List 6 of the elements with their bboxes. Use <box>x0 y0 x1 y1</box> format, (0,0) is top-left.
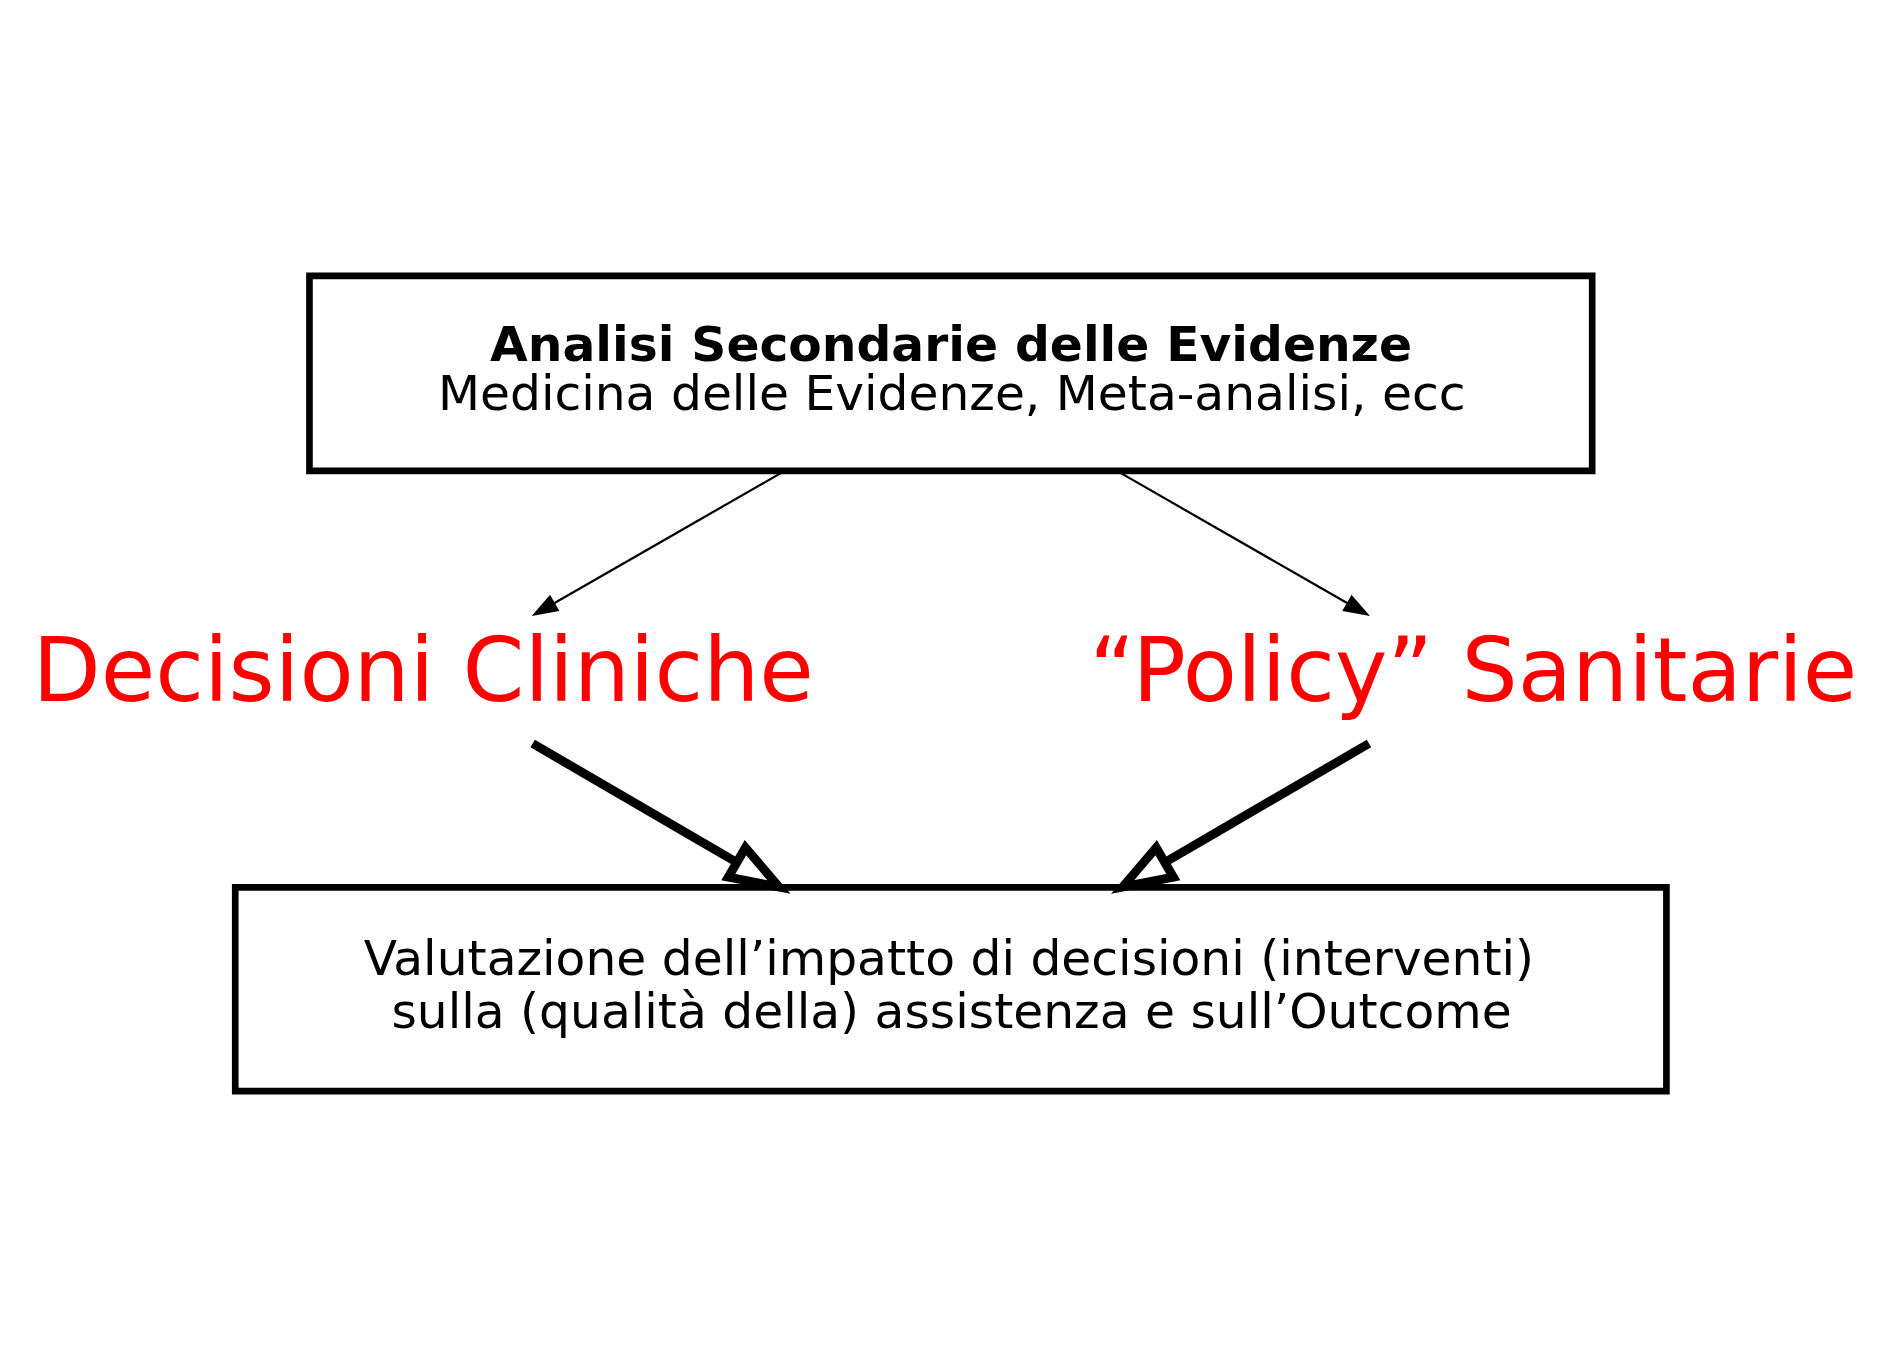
node-box: Analisi Secondarie delle Evidenze Medicina delle Evidenze, Meta-analisi, ecc <box>306 272 1596 474</box>
arrow <box>1111 739 1372 894</box>
node-text: Decisioni Cliniche <box>32 618 814 722</box>
arrow <box>530 739 791 894</box>
node-box: Valutazione dell’impatto di decisioni (interventi) sulla (qualità della) assistenza e sull’Outcome <box>231 883 1670 1094</box>
node-text: “Policy” Sanitarie <box>1089 618 1858 722</box>
